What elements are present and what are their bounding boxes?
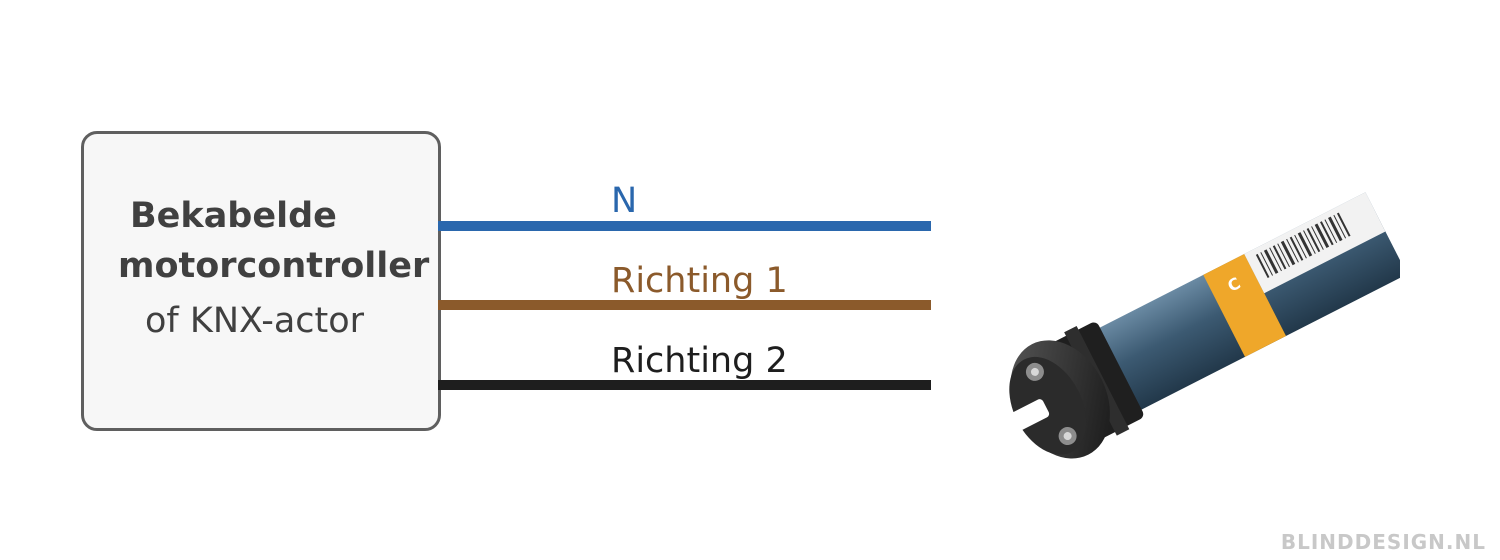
controller-box: [81, 131, 441, 431]
wire-neutral: [438, 221, 931, 231]
wire-label-neutral: N: [611, 181, 638, 221]
watermark: BLINDDESIGN.NL: [1280, 530, 1486, 554]
wire-direction-1: [438, 300, 931, 310]
wire-label-direction-1: Richting 1: [611, 261, 788, 301]
controller-subtitle: of KNX-actor: [145, 301, 365, 341]
wire-label-direction-2: Richting 2: [611, 341, 788, 381]
tubular-motor-icon: C: [1008, 192, 1400, 459]
controller-title-line1: Bekabelde: [130, 196, 337, 236]
wire-direction-2: [438, 380, 931, 390]
controller-title-line2: motorcontroller: [118, 246, 430, 286]
